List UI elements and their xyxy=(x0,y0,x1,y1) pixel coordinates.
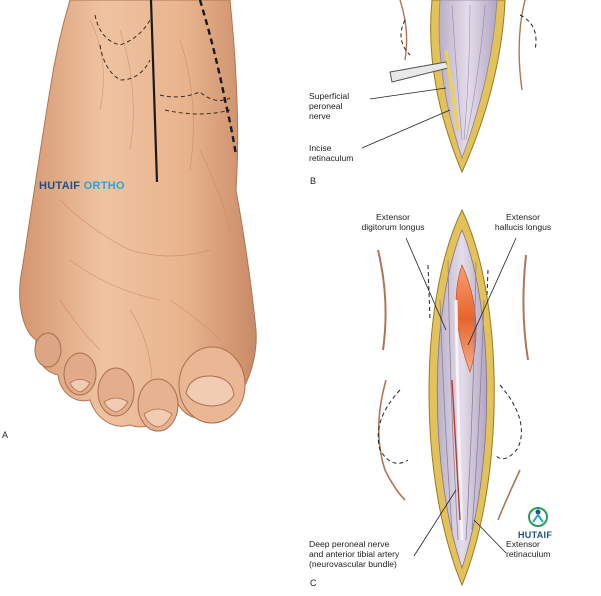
panel-b-incision xyxy=(361,0,537,174)
label-extensor-digitorum-longus: Extensor digitorum longus xyxy=(361,212,425,232)
fifth-toe xyxy=(34,332,62,368)
incision-line xyxy=(149,0,159,183)
label-deep-peroneal-nerve: Deep peroneal nerve and anterior tibial … xyxy=(309,539,400,569)
watermark-logo-icon xyxy=(528,507,548,527)
label-superficial-peroneal-nerve: Superficial peroneal nerve xyxy=(309,91,350,121)
watermark-small-text: HUTAIF xyxy=(518,530,553,540)
panel-label-b: B xyxy=(310,176,317,186)
tendon-white xyxy=(454,299,464,541)
bone-outline-dashed xyxy=(94,14,231,115)
label-incise-retinaculum: Incise retinaculum xyxy=(309,143,354,163)
watermark-part1: HUTAIF xyxy=(39,180,81,192)
panel-c-exposure xyxy=(377,208,529,587)
label-extensor-retinaculum: Extensor retinaculum xyxy=(506,539,551,559)
panel-label-c: C xyxy=(310,578,317,588)
panel-a-foot xyxy=(19,0,257,432)
second-toe-nail xyxy=(143,408,173,428)
panel-label-a: A xyxy=(2,430,9,440)
watermark-part2: ORTHO xyxy=(83,180,125,192)
third-toe-nail xyxy=(103,397,129,413)
label-extensor-hallucis-longus: Extensor hallucis longus xyxy=(494,212,552,232)
big-toe-nail xyxy=(185,375,235,407)
tendon-dashed-line xyxy=(198,0,238,156)
extensor-hallucis-muscle xyxy=(455,264,477,373)
fourth-toe-nail xyxy=(69,379,91,393)
superficial-peroneal-nerve-drawn xyxy=(444,49,460,131)
neurovascular-bundle xyxy=(451,379,461,521)
watermark-text: HUTAIF ORTHO xyxy=(39,180,125,192)
